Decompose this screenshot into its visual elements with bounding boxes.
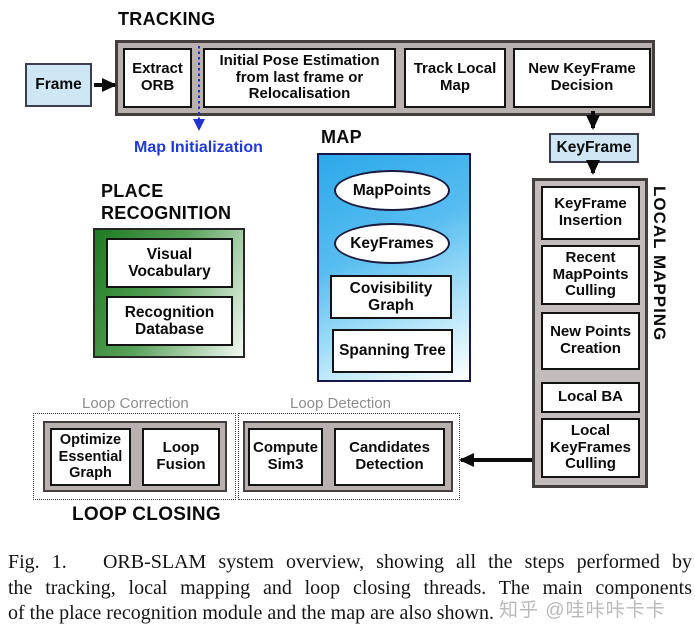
- optimize-essential-graph-box: Optimize Essential Graph: [50, 428, 131, 486]
- zhihu-watermark: 知乎 @哇咔咔卡卡: [499, 600, 666, 621]
- new-points-creation-box: New Points Creation: [541, 312, 640, 370]
- initial-pose-estimation-box: Initial Pose Estimation from last frame …: [203, 48, 396, 108]
- recognition-database-box: Recognition Database: [106, 296, 233, 346]
- recent-mappoints-culling-box: Recent MapPoints Culling: [541, 245, 640, 305]
- covisibility-graph-box: Covisibility Graph: [330, 275, 452, 319]
- place-recognition-title-line2: RECOGNITION: [101, 203, 232, 223]
- keyframe-insertion-box: KeyFrame Insertion: [541, 186, 640, 240]
- local-keyframes-culling-box: Local KeyFrames Culling: [541, 418, 640, 478]
- loop-correction-label: Loop Correction: [82, 395, 189, 412]
- caption-line-2: the tracking, local mapping and loop clo…: [8, 576, 692, 599]
- place-recognition-title-line1: PLACE: [101, 181, 164, 201]
- extract-orb-box: Extract ORB: [123, 48, 192, 108]
- map-title: MAP: [321, 127, 362, 147]
- caption-line-3: of the place recognition module and the …: [8, 602, 494, 624]
- figure-caption: Fig. 1. ORB-SLAM system overview, showin…: [8, 550, 692, 627]
- loop-fusion-box: Loop Fusion: [142, 428, 220, 486]
- map-initialization-label: Map Initialization: [134, 139, 263, 156]
- tracking-title: TRACKING: [118, 9, 216, 29]
- candidates-detection-box: Candidates Detection: [334, 428, 445, 486]
- track-local-map-box: Track Local Map: [404, 48, 506, 108]
- visual-vocabulary-box: Visual Vocabulary: [106, 238, 233, 288]
- new-keyframe-decision-box: New KeyFrame Decision: [513, 48, 651, 108]
- keyframes-ellipse: KeyFrames: [334, 223, 450, 264]
- caption-line-1: Fig. 1. ORB-SLAM system overview, showin…: [8, 551, 692, 573]
- local-ba-box: Local BA: [541, 382, 640, 413]
- loop-detection-label: Loop Detection: [290, 395, 391, 412]
- frame-box: Frame: [25, 63, 92, 107]
- compute-sim3-box: Compute Sim3: [248, 428, 323, 486]
- map-points-ellipse: MapPoints: [334, 170, 450, 211]
- loop-closing-title: LOOP CLOSING: [72, 504, 221, 525]
- local-mapping-title: LOCAL MAPPING: [650, 186, 669, 342]
- spanning-tree-box: Spanning Tree: [332, 329, 453, 373]
- keyframe-chip: KeyFrame: [549, 133, 639, 163]
- loop-correction-dotted-box: [33, 413, 236, 500]
